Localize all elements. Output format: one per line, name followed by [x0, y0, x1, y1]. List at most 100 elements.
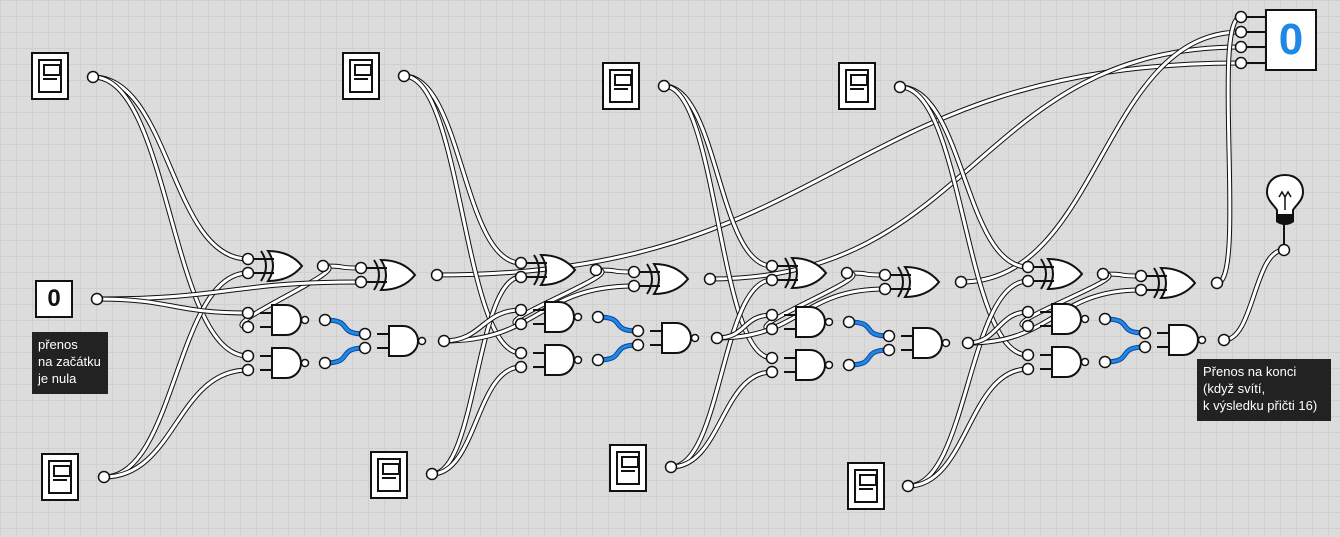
- pin: [627, 265, 641, 279]
- pin: [842, 358, 856, 372]
- pin: [765, 351, 779, 365]
- pin: [1021, 274, 1035, 288]
- wire: [92, 75, 249, 358]
- active-wire: [597, 315, 639, 333]
- wire: [764, 271, 855, 331]
- pin: [241, 252, 255, 266]
- active-wire: [324, 318, 366, 336]
- carry-in-constant[interactable]: 0: [35, 280, 73, 318]
- pin: [316, 259, 330, 273]
- wire: [1020, 272, 1111, 328]
- pin: [358, 327, 372, 341]
- pin: [627, 279, 641, 293]
- carry-in-note-line-2: na začátku: [38, 354, 101, 369]
- input-switch-b1[interactable]: [41, 453, 79, 501]
- pin: [397, 69, 411, 83]
- wire: [670, 278, 773, 469]
- nand-gate: [784, 349, 834, 381]
- pin: [514, 270, 528, 284]
- wire: [443, 308, 522, 343]
- pin: [664, 460, 678, 474]
- xor-gate: [1034, 257, 1084, 291]
- pin: [86, 70, 100, 84]
- active-wire: [597, 343, 639, 362]
- pin: [430, 268, 444, 282]
- pin: [1138, 326, 1152, 340]
- pins: [86, 10, 1291, 493]
- toggle-switch-icon: [616, 451, 640, 485]
- wire: [431, 365, 522, 476]
- wire: [907, 367, 1029, 488]
- wire: [1216, 15, 1242, 285]
- nand-gate: [1040, 346, 1090, 378]
- pin: [842, 315, 856, 329]
- pin: [1021, 362, 1035, 376]
- pin: [241, 363, 255, 377]
- wire: [92, 75, 249, 261]
- xor-gate: [778, 256, 828, 290]
- pin: [1217, 333, 1231, 347]
- input-switch-b2[interactable]: [370, 451, 408, 499]
- wire: [96, 297, 249, 315]
- pin: [1234, 56, 1248, 70]
- wire: [513, 268, 604, 326]
- toggle-switch-icon: [48, 460, 72, 494]
- carry-out-note-line-1: Přenos na konci: [1203, 364, 1297, 379]
- light-bulb-icon: [1265, 173, 1305, 225]
- pin: [589, 263, 603, 277]
- pin: [1098, 312, 1112, 326]
- wire: [960, 30, 1242, 284]
- input-switch-b4[interactable]: [847, 462, 885, 510]
- pin: [514, 346, 528, 360]
- pin: [765, 308, 779, 322]
- pin: [765, 273, 779, 287]
- wire: [670, 370, 773, 469]
- pin: [1021, 305, 1035, 319]
- pin: [1234, 25, 1248, 39]
- pin: [514, 317, 528, 331]
- pin: [703, 272, 717, 286]
- pin: [631, 338, 645, 352]
- input-switch-b3[interactable]: [609, 444, 647, 492]
- wire: [431, 275, 522, 476]
- toggle-switch-icon: [38, 59, 62, 93]
- pin: [1210, 276, 1224, 290]
- input-switch-a2[interactable]: [342, 52, 380, 100]
- pin: [1021, 348, 1035, 362]
- nand-gate: [533, 344, 583, 376]
- pin: [514, 360, 528, 374]
- input-switch-a3[interactable]: [602, 62, 640, 110]
- active-wire: [1104, 345, 1146, 364]
- wires: [92, 14, 1285, 489]
- carry-in-note-line-1: přenos: [38, 337, 78, 352]
- nand-gate: [784, 306, 834, 338]
- pin: [1021, 319, 1035, 333]
- wire: [103, 368, 249, 479]
- wire: [443, 284, 635, 343]
- pin: [1096, 267, 1110, 281]
- toggle-switch-icon: [377, 458, 401, 492]
- wire: [899, 85, 1029, 269]
- pin: [90, 292, 104, 306]
- pin: [840, 266, 854, 280]
- wire: [1223, 248, 1285, 342]
- toggle-switch-icon: [349, 59, 373, 93]
- input-switch-a4[interactable]: [838, 62, 876, 110]
- nand-gate: [533, 301, 583, 333]
- xor-gate: [527, 253, 577, 287]
- input-switch-a1[interactable]: [31, 52, 69, 100]
- pin: [1234, 10, 1248, 24]
- pin: [961, 336, 975, 350]
- pin: [1138, 340, 1152, 354]
- active-wire: [324, 346, 366, 365]
- wire: [899, 85, 1029, 357]
- wire: [716, 313, 773, 340]
- carry-out-note-line-2: (když svítí,: [1203, 381, 1266, 396]
- wire: [103, 271, 249, 479]
- nand-gate: [1157, 324, 1207, 356]
- nand-gate: [1040, 303, 1090, 335]
- wire: [907, 279, 1029, 488]
- pin: [765, 322, 779, 336]
- toggle-switch-icon: [609, 69, 633, 103]
- pin: [437, 334, 451, 348]
